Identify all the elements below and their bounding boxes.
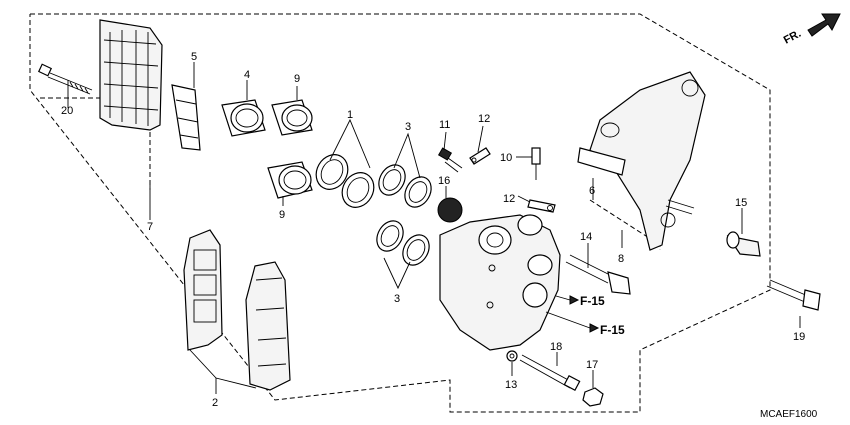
callout-12-lower: 12: [503, 193, 515, 205]
callout-9-lower: 9: [279, 209, 285, 221]
part-brake-pad-2-outer: [183, 229, 223, 351]
part-nut-17: [582, 387, 604, 407]
callout-6: 6: [589, 185, 595, 197]
part-piston-9-lower: [267, 161, 313, 199]
callout-5: 5: [191, 51, 197, 63]
callout-18: 18: [550, 341, 562, 353]
callout-17: 17: [586, 359, 598, 371]
part-caliper-body-outer: [99, 19, 163, 131]
front-direction-indicator: FR.: [782, 13, 841, 47]
assembly-boundary-inner: [40, 97, 151, 190]
callout-12-upper: 12: [478, 113, 490, 125]
callout-14: 14: [580, 231, 592, 243]
callout-9-upper: 9: [294, 73, 300, 85]
reference-arrow-icon: [589, 323, 600, 333]
fr-label: FR.: [782, 28, 803, 47]
part-bleeder-11: [437, 147, 463, 173]
part-piston-4: [221, 99, 266, 137]
part-boot-16: [437, 197, 463, 223]
reference-f15-upper: F-15: [580, 294, 605, 308]
part-pad-spring-5: [171, 84, 201, 151]
callout-13: 13: [505, 379, 517, 391]
part-bleeder-screw-10: [531, 147, 541, 180]
part-seal-set-3-lower: [376, 220, 430, 266]
callout-19: 19: [793, 331, 805, 343]
callout-20: 20: [61, 105, 73, 117]
part-seal-set-1: [315, 154, 375, 208]
part-piston-9-upper: [271, 99, 313, 136]
callout-4: 4: [244, 69, 250, 81]
part-pad-retainer-6: [577, 147, 626, 176]
part-seal-set-3-upper: [378, 164, 432, 208]
part-washer-13: [506, 350, 518, 362]
callout-1: 1: [347, 109, 353, 121]
part-boot-15: [726, 231, 761, 257]
reference-labels: F-15 F-15: [569, 294, 625, 337]
part-link-12-upper: [469, 147, 491, 165]
part-caliper-body-main: [439, 214, 561, 351]
part-brake-pad-2-inner: [245, 261, 291, 391]
part-link-12-lower: [527, 199, 556, 213]
callout-labels: 20 5 4 9 1 3 11 12 10 16 12 6 9 7 14 8 1…: [61, 51, 805, 409]
diagram-code: MCAEF1600: [760, 409, 818, 420]
front-arrow-icon: [807, 13, 841, 37]
callout-2: 2: [212, 397, 218, 409]
part-bolt-19: [766, 279, 821, 311]
callout-15: 15: [735, 197, 747, 209]
callout-7: 7: [147, 221, 153, 233]
callout-16: 16: [438, 175, 450, 187]
callout-8: 8: [618, 253, 624, 265]
part-pin-18: [519, 354, 581, 392]
part-bracket-pin: [665, 199, 695, 215]
callout-11: 11: [439, 119, 450, 131]
callout-10: 10: [500, 152, 512, 164]
leader-lines: [67, 62, 801, 394]
reference-f15-lower: F-15: [600, 323, 625, 337]
callout-3-lower: 3: [394, 293, 400, 305]
reference-arrow-icon: [569, 295, 580, 305]
part-bolt-20: [37, 63, 93, 95]
part-pin-bolt-14: [565, 254, 631, 295]
callout-3-upper: 3: [405, 121, 411, 133]
